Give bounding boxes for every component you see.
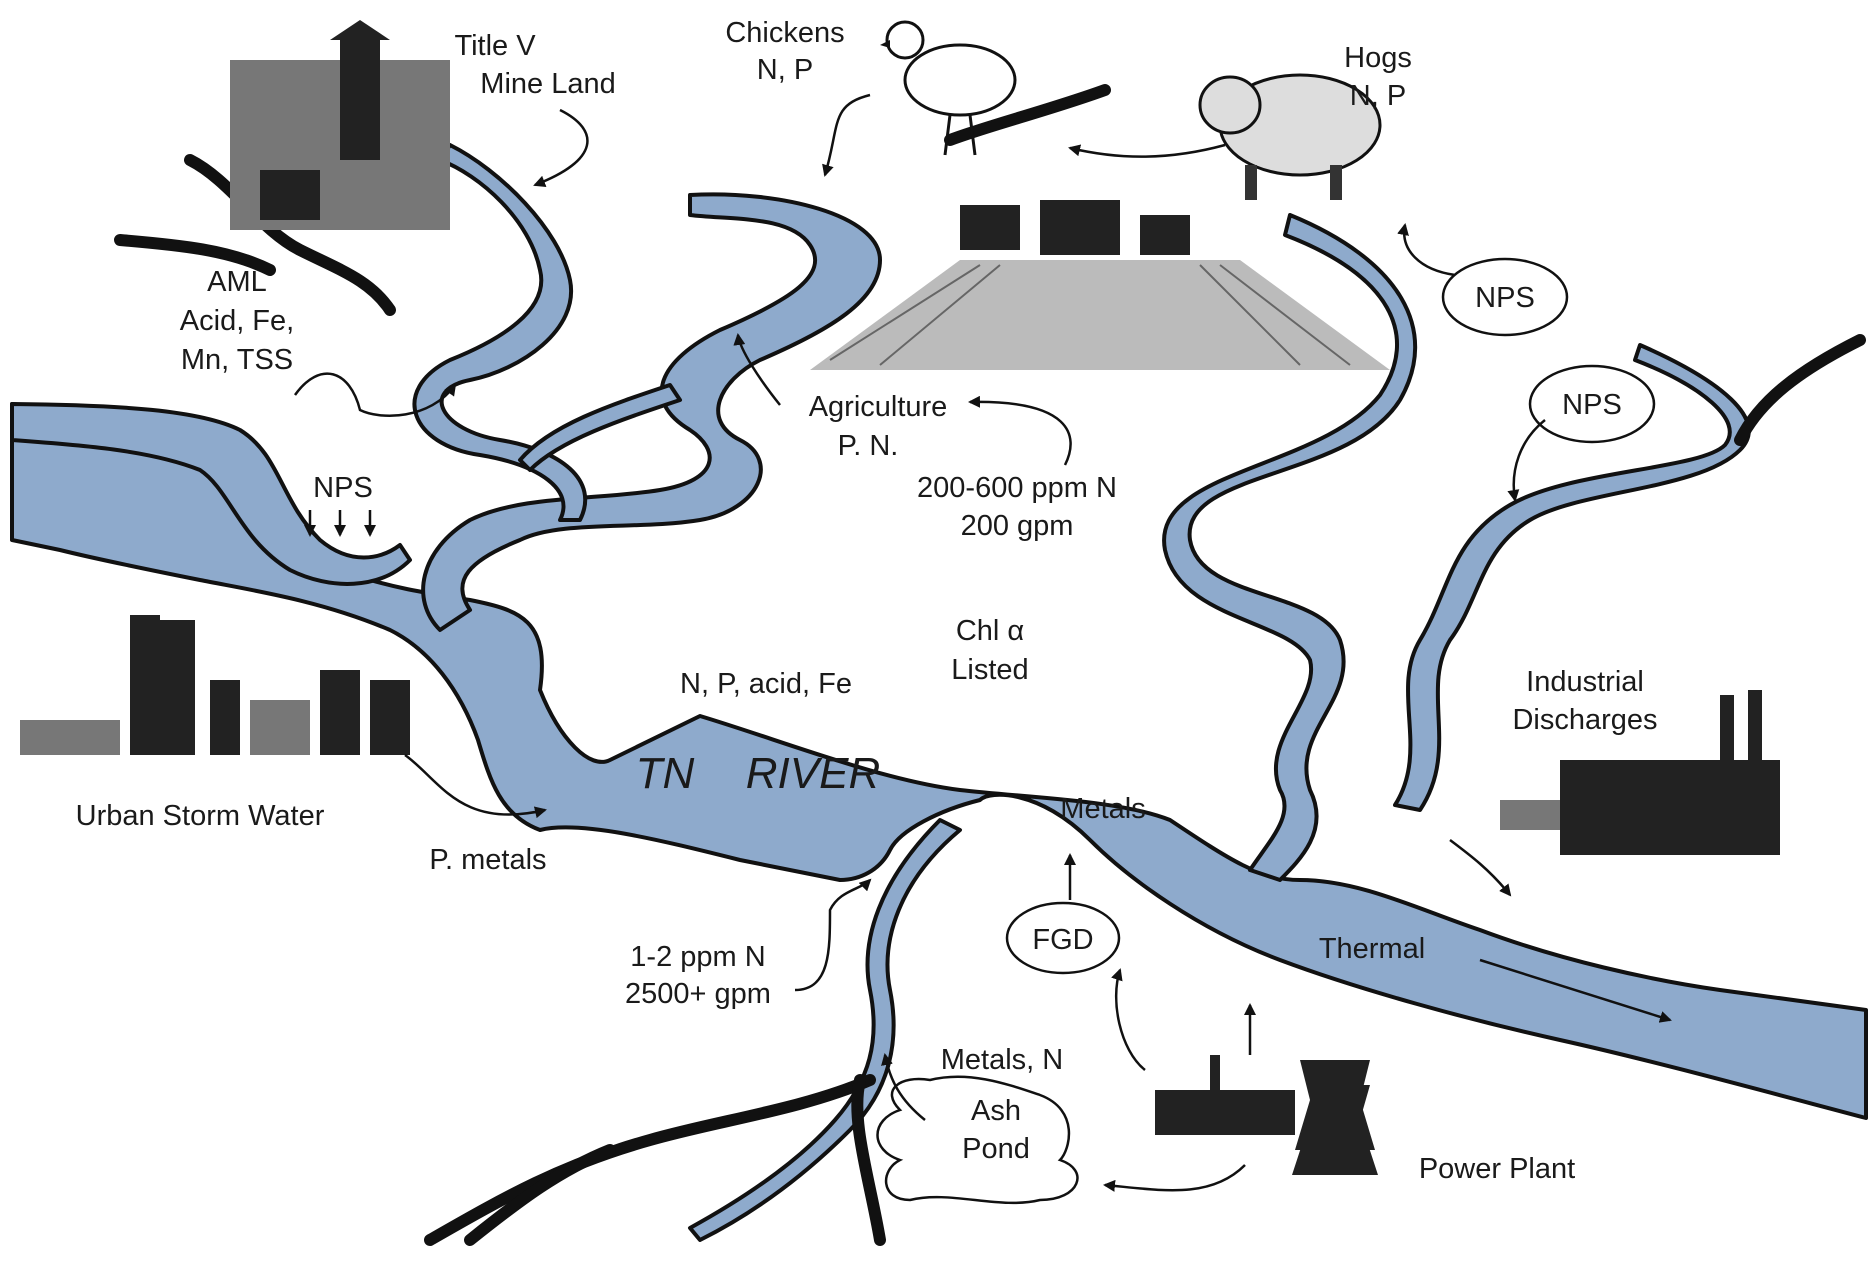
nps-mid-label: NPS xyxy=(1562,389,1622,421)
agriculture-label-2: P. N. xyxy=(838,430,899,462)
river-load-label: N, P, acid, Fe xyxy=(680,668,852,700)
nps-left-label: NPS xyxy=(313,472,373,504)
nps-ellipse-mid xyxy=(1528,364,1656,444)
industrial-label-1: Industrial xyxy=(1526,666,1644,698)
river-name-tn: TN xyxy=(636,749,695,798)
upper-left-creek xyxy=(184,154,396,316)
lower-left-tributary xyxy=(424,1074,876,1246)
river-name-river: RIVER xyxy=(746,749,880,798)
hogs-label-1: Hogs xyxy=(1344,42,1412,74)
farm-image xyxy=(810,200,1390,370)
ag-flow-label-2: 200 gpm xyxy=(961,510,1074,542)
upper-channel-2 xyxy=(412,143,588,522)
title-v-label-2: Mine Land xyxy=(480,68,615,100)
ash-pond-outline xyxy=(876,1075,1079,1205)
chicken-image xyxy=(880,20,1017,156)
lower-tributary xyxy=(688,818,962,1242)
upper-channel-1 xyxy=(421,192,882,632)
metals-n-label: Metals, N xyxy=(941,1044,1063,1076)
right-tributary-lower xyxy=(1393,343,1751,812)
aml-label-2: Acid, Fe, xyxy=(180,305,294,337)
flow-lower-label-1: 1-2 ppm N xyxy=(630,941,765,973)
agriculture-label-1: Agriculture xyxy=(809,391,948,423)
fgd-ellipse xyxy=(1005,901,1121,975)
city-skyline-image xyxy=(20,615,410,755)
hogs-label-2: N, P xyxy=(1350,80,1406,112)
ash-pond-label-2: Pond xyxy=(962,1133,1030,1165)
flow-lower-label-2: 2500+ gpm xyxy=(625,978,771,1010)
urban-label: Urban Storm Water xyxy=(76,800,325,832)
ash-pond-label-1: Ash xyxy=(971,1095,1021,1127)
left-inflow xyxy=(10,402,412,586)
upper-channel-3 xyxy=(518,383,682,472)
main-river xyxy=(10,402,1868,1120)
ag-flow-label-1: 200-600 ppm N xyxy=(917,472,1117,504)
right-tributary-upper xyxy=(1162,213,1418,882)
flow-arrows xyxy=(293,93,1672,1192)
mine-image xyxy=(230,20,450,230)
power-plant-image xyxy=(1155,1055,1378,1175)
fgd-label: FGD xyxy=(1032,924,1093,956)
chickens-label-1: Chickens xyxy=(725,17,844,49)
hog-image xyxy=(1198,73,1382,200)
aml-label-1: AML xyxy=(207,266,267,298)
power-plant-label: Power Plant xyxy=(1419,1153,1575,1185)
industrial-label-2: Discharges xyxy=(1512,704,1657,736)
creek-chicken xyxy=(944,84,1111,146)
chl-label-1: Chl α xyxy=(956,615,1024,647)
aml-label-3: Mn, TSS xyxy=(181,344,293,376)
chickens-label-2: N, P xyxy=(757,54,813,86)
chl-label-2: Listed xyxy=(951,654,1028,686)
nps-ellipse-top xyxy=(1441,257,1569,337)
industrial-image xyxy=(1500,690,1780,855)
nps-top-label: NPS xyxy=(1475,282,1535,314)
title-v-label-1: Title V xyxy=(454,30,536,62)
thermal-label: Thermal xyxy=(1319,933,1425,965)
metals-label: Metals xyxy=(1060,793,1145,825)
p-metals-label: P. metals xyxy=(429,844,546,876)
